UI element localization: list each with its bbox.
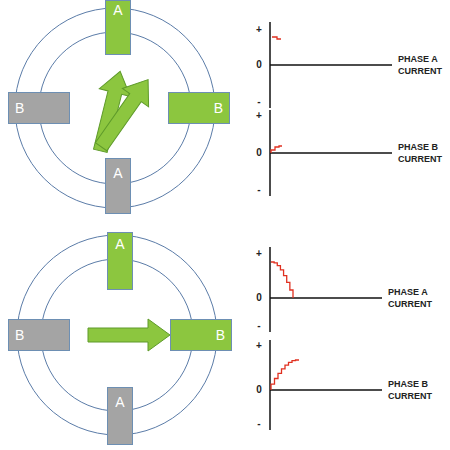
stator-pole: B [8,319,70,351]
zero-line [270,297,382,299]
zero-line [270,64,392,66]
pole-label: A [115,394,124,410]
axis-label: + [256,110,262,122]
current-trace [272,37,281,39]
current-trace [271,360,299,390]
axis-label: 0 [256,147,262,159]
stator-pole: B [168,92,230,124]
axis-label: - [257,418,260,430]
axis-label: + [256,24,262,36]
rotor-arrow [88,319,170,351]
pole-label: A [113,2,122,18]
zero-line [270,152,392,154]
pole-label: A [113,165,122,181]
stator-pole: A [105,0,131,55]
stator-pole: A [105,158,131,214]
y-axis [269,247,271,332]
stator-pole: B [8,92,70,124]
axis-label: - [257,320,260,332]
zero-line [270,389,382,391]
axis-label: 0 [256,292,262,304]
axis-label: - [257,184,260,196]
axis-label: + [256,340,262,352]
current-trace [271,146,282,153]
axis-label: + [256,248,262,260]
axis-label: - [257,96,260,108]
stator-pole: B [170,319,232,351]
current-traces [271,37,299,390]
phase-label: PHASE B CURRENT [388,378,434,402]
stator-pole: A [107,232,133,290]
phase-label: PHASE B CURRENT [398,141,444,165]
pole-label: B [15,327,24,343]
pole-label: B [216,327,225,343]
current-trace [271,262,293,298]
pole-label: B [15,100,24,116]
rotor-arrow [88,70,161,156]
phase-label: PHASE A CURRENT [388,286,434,310]
phase-label: PHASE A CURRENT [398,53,444,77]
stator-pole: A [107,387,133,445]
pole-label: B [214,100,223,116]
pole-label: A [115,236,124,252]
axis-label: 0 [256,384,262,396]
axis-label: 0 [256,59,262,71]
